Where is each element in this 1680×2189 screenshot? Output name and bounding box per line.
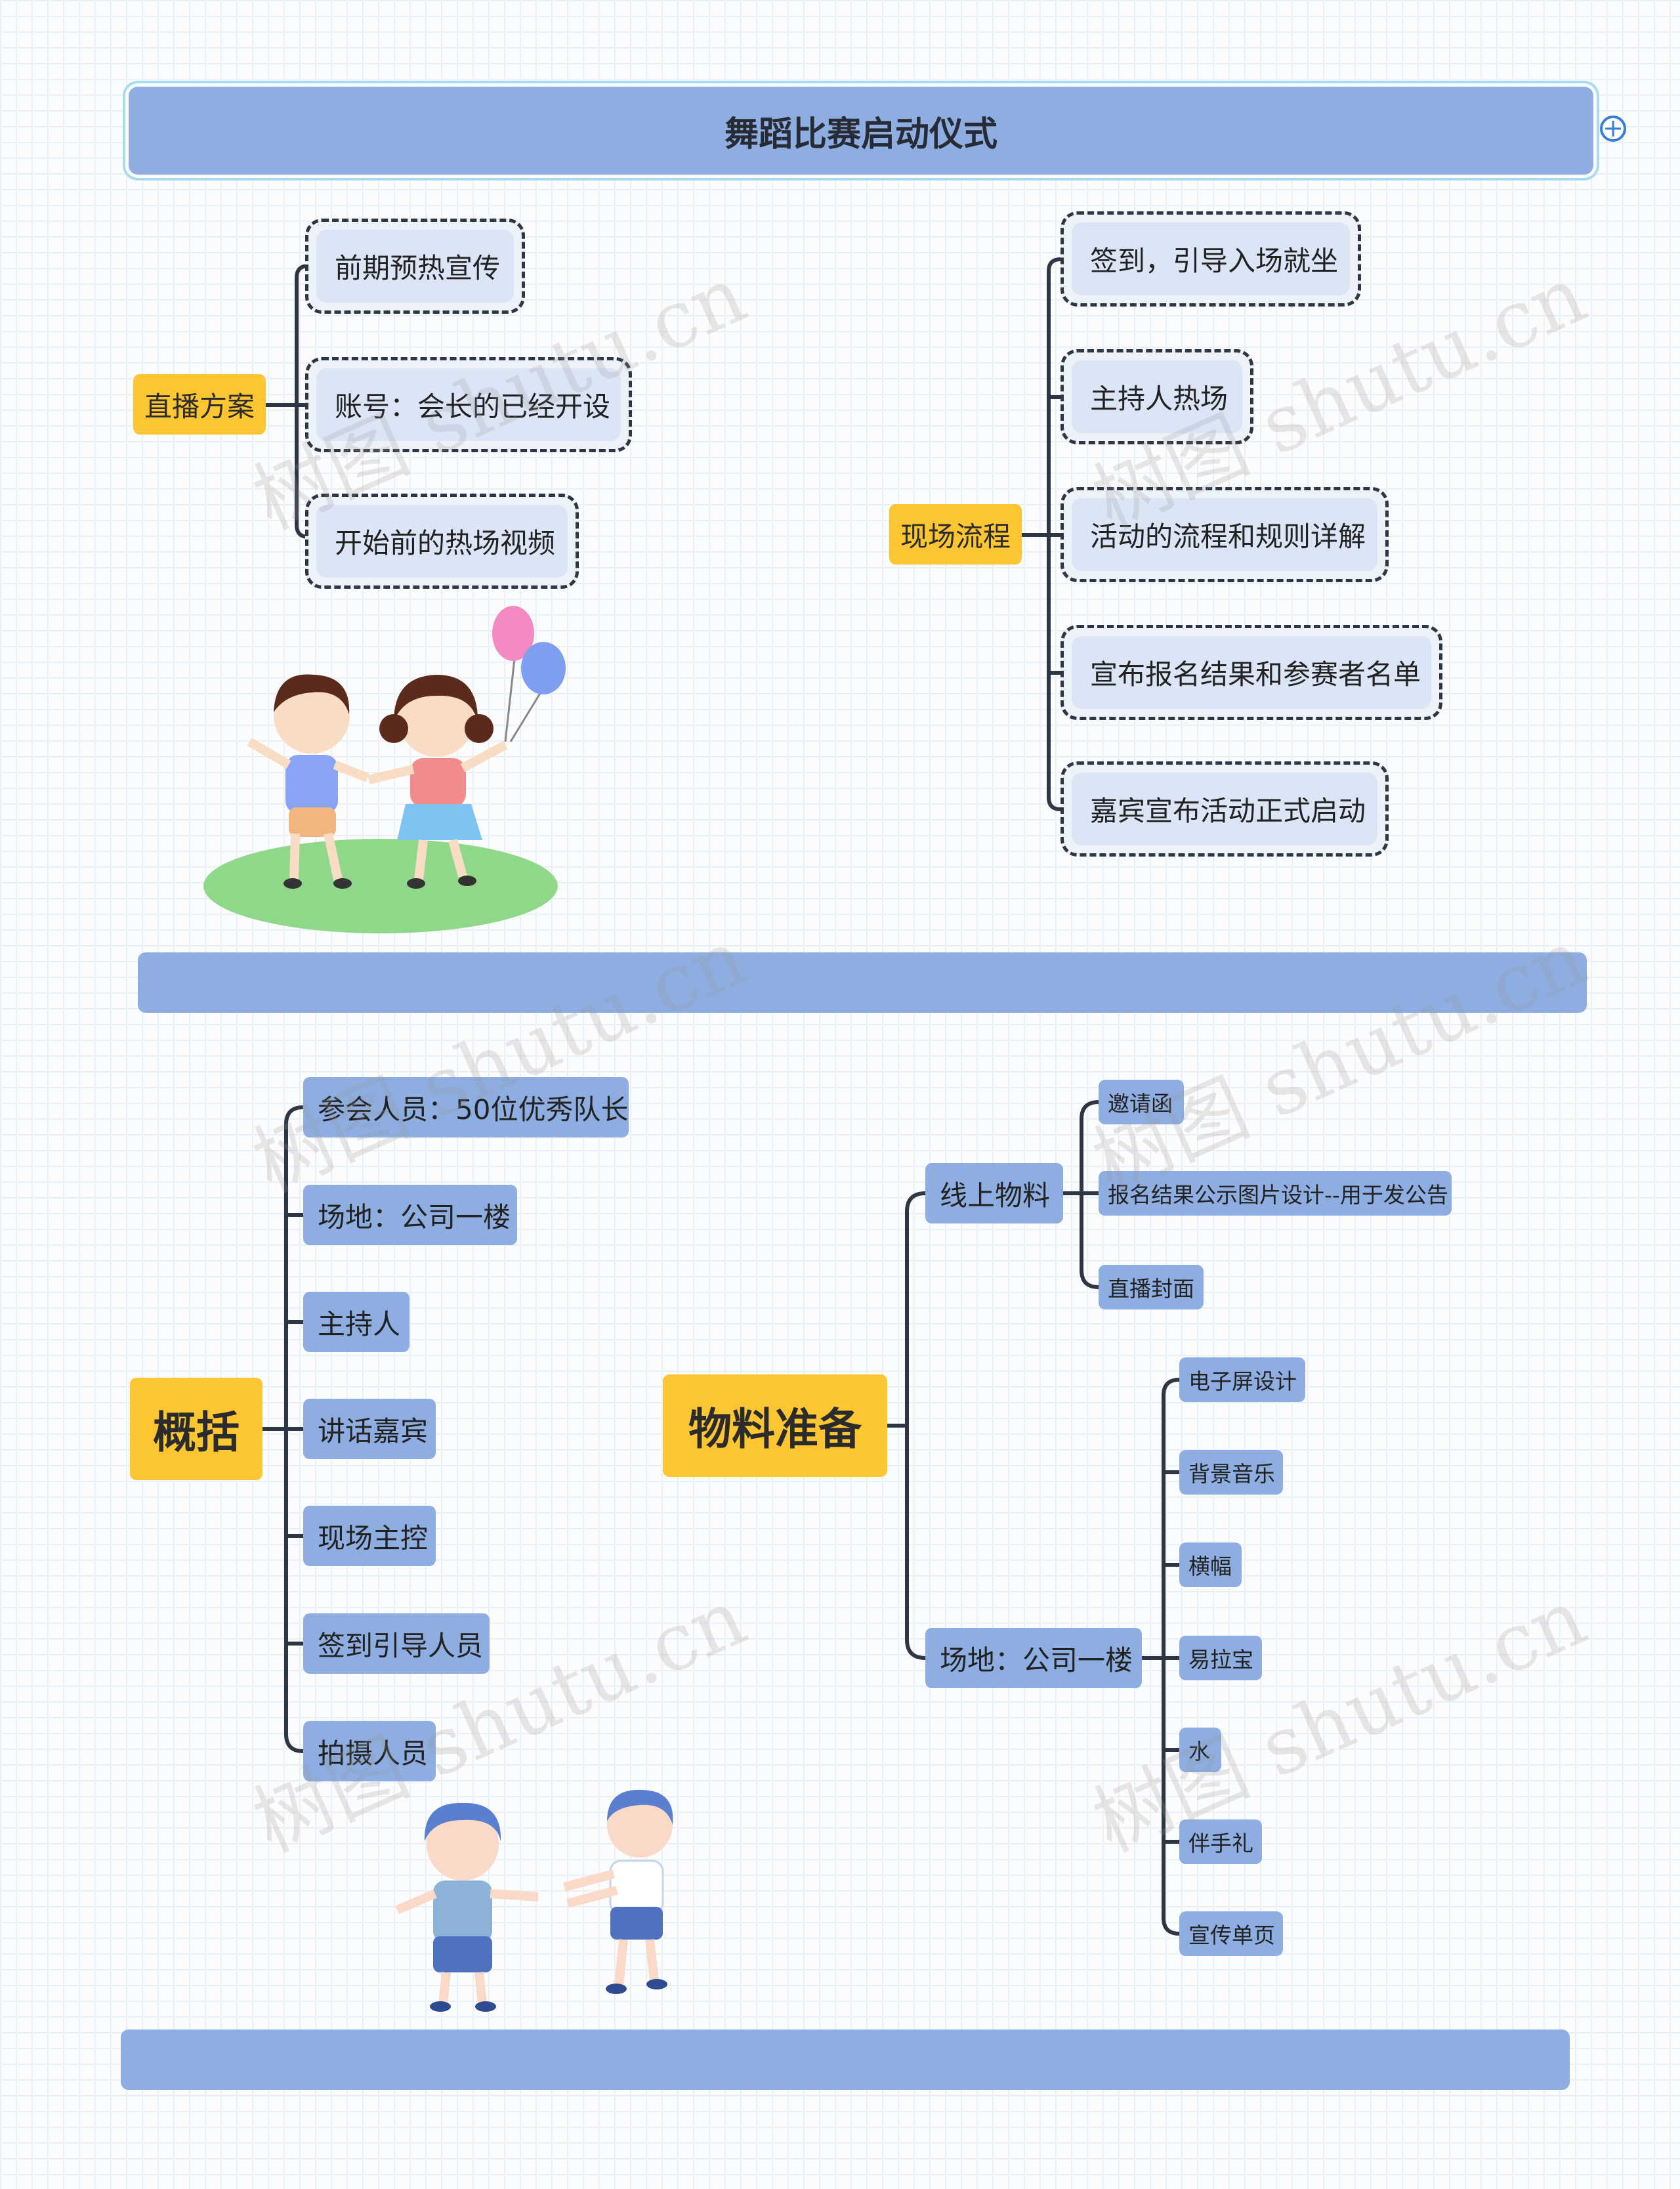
root-summary[interactable]: 概括 xyxy=(130,1378,262,1480)
kids-balloons-illustration xyxy=(203,606,566,933)
topic-node[interactable]: 签到，引导入场就坐 xyxy=(1060,211,1361,307)
topic-node[interactable]: 签到引导人员 xyxy=(303,1613,490,1674)
root-live-plan[interactable]: 直播方案 xyxy=(133,374,266,435)
topic-label: 嘉宾宣布活动正式启动 xyxy=(1072,773,1377,845)
root-materials[interactable]: 物料准备 xyxy=(663,1374,887,1477)
section-divider xyxy=(121,2030,1570,2090)
leaf-node[interactable]: 水 xyxy=(1179,1728,1221,1772)
topic-node[interactable]: 活动的流程和规则详解 xyxy=(1060,487,1389,582)
leaf-node[interactable]: 邀请函 xyxy=(1099,1080,1184,1124)
leaf-node[interactable]: 伴手礼 xyxy=(1179,1819,1262,1864)
kids-playing-illustration xyxy=(395,1789,673,2012)
topic-label: 账号：会长的已经开设 xyxy=(316,368,621,441)
topic-node[interactable]: 现场主控 xyxy=(303,1506,436,1566)
branch-online-materials[interactable]: 线上物料 xyxy=(925,1163,1063,1223)
topic-node[interactable]: 前期预热宣传 xyxy=(305,219,525,314)
leaf-node[interactable]: 直播封面 xyxy=(1099,1265,1204,1309)
topic-node[interactable]: 宣布报名结果和参赛者名单 xyxy=(1060,625,1442,720)
page-title: 舞蹈比赛启动仪式 xyxy=(129,87,1593,175)
topic-node[interactable]: 账号：会长的已经开设 xyxy=(305,357,632,452)
branch-venue[interactable]: 场地：公司一楼 xyxy=(925,1628,1142,1688)
topic-node[interactable]: 参会人员：50位优秀队长 xyxy=(303,1077,629,1137)
topic-label: 主持人热场 xyxy=(1072,360,1242,433)
topic-node[interactable]: 嘉宾宣布活动正式启动 xyxy=(1060,761,1389,857)
topic-label: 开始前的热场视频 xyxy=(316,505,568,578)
topic-label: 签到，引导入场就坐 xyxy=(1072,223,1350,295)
topic-node[interactable]: 开始前的热场视频 xyxy=(305,494,579,589)
leaf-node[interactable]: 报名结果公示图片设计--用于发公告 xyxy=(1099,1171,1452,1216)
leaf-node[interactable]: 背景音乐 xyxy=(1179,1450,1283,1495)
leaf-node[interactable]: 宣传单页 xyxy=(1179,1911,1283,1956)
topic-node[interactable]: 主持人 xyxy=(303,1292,410,1352)
topic-node[interactable]: 讲话嘉宾 xyxy=(303,1399,436,1459)
topic-node[interactable]: 场地：公司一楼 xyxy=(303,1185,517,1245)
leaf-node[interactable]: 横幅 xyxy=(1179,1542,1242,1587)
leaf-node[interactable]: 电子屏设计 xyxy=(1179,1357,1305,1402)
root-onsite-flow[interactable]: 现场流程 xyxy=(889,504,1022,564)
plus-circle-icon[interactable]: + xyxy=(1600,116,1626,142)
section-divider xyxy=(138,952,1587,1013)
topic-label: 前期预热宣传 xyxy=(316,230,514,303)
leaf-node[interactable]: 易拉宝 xyxy=(1179,1636,1262,1680)
topic-label: 活动的流程和规则详解 xyxy=(1072,498,1377,571)
topic-label: 宣布报名结果和参赛者名单 xyxy=(1072,636,1431,709)
topic-node[interactable]: 拍摄人员 xyxy=(303,1721,436,1781)
topic-node[interactable]: 主持人热场 xyxy=(1060,349,1253,444)
